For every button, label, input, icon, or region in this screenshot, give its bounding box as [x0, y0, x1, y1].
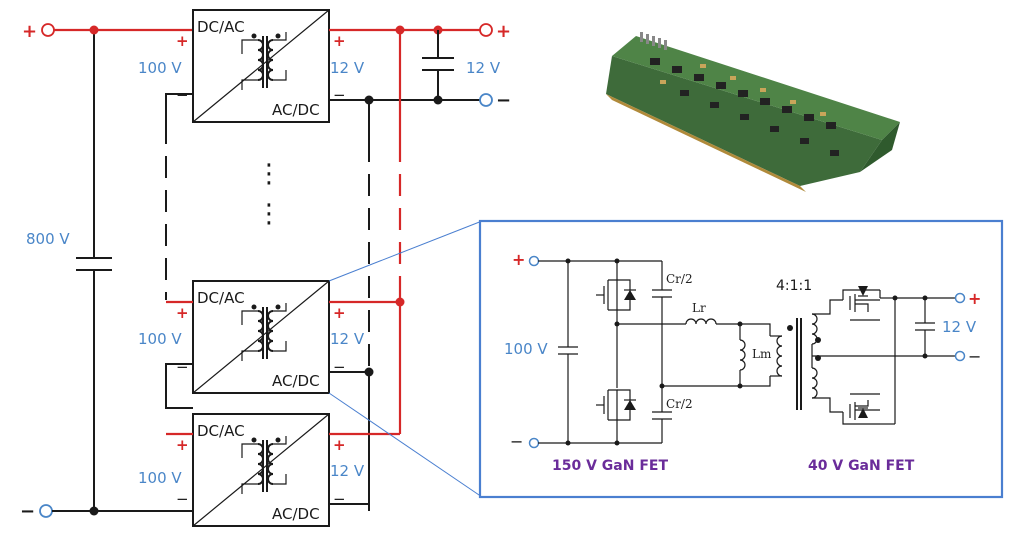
inset-input-minus-label: − [510, 432, 523, 451]
primary-fet-label: 150 V GaN FET [552, 458, 668, 474]
module-output-voltage: 12 V [330, 59, 365, 77]
inset-output-voltage: 12 V [942, 318, 977, 336]
input-minus-terminal-label: − [20, 501, 35, 522]
input-plus-terminal-label: + [22, 21, 37, 42]
output-minus-terminal-label: − [496, 90, 511, 111]
converter-top-label: DC/AC [197, 289, 245, 307]
module-plus-label: + [176, 436, 189, 454]
output-plus-terminal-label: + [496, 21, 511, 42]
module-output-minus-label: − [333, 86, 346, 104]
input-minus-terminal [39, 504, 53, 518]
module-input-voltage: 100 V [138, 59, 182, 77]
module-output-voltage: 12 V [330, 330, 365, 348]
module-plus-label: + [176, 304, 189, 322]
input-plus-terminal [41, 23, 55, 37]
inset-schematic: + − 100 V [478, 219, 1004, 499]
module-output-plus-label: + [333, 304, 346, 322]
output-capacitor-voltage: 12 V [466, 59, 501, 77]
module-output-minus-label: − [333, 358, 346, 376]
pcb-board-illustration [606, 32, 900, 192]
inset-input-voltage: 100 V [504, 340, 548, 358]
module-plus-label: + [176, 32, 189, 50]
converter-module-bottom: DC/AC AC/DC [192, 413, 330, 527]
continuation-dots: ⋮ [256, 199, 282, 229]
module-minus-label: − [176, 358, 189, 376]
inset-magnetizing-inductor-label: Lm [752, 347, 772, 361]
converter-bottom-label: AC/DC [272, 505, 320, 523]
inset-output-plus-label: + [968, 289, 981, 308]
secondary-fet-bottom-icon [842, 393, 880, 425]
bus-voltage-label: 800 V [26, 230, 70, 248]
zoom-line [328, 392, 483, 498]
module-output-plus-label: + [333, 32, 346, 50]
inset-turns-ratio: 4:1:1 [776, 278, 812, 294]
inset-cap-label-bottom: Cr/2 [666, 397, 693, 411]
module-output-minus-label: − [333, 490, 346, 508]
module-minus-label: − [176, 490, 189, 508]
converter-module-middle: DC/AC AC/DC [192, 280, 330, 394]
converter-bottom-label: AC/DC [272, 372, 320, 390]
inset-border [478, 219, 1004, 499]
module-output-voltage: 12 V [330, 462, 365, 480]
inset-output-minus-label: − [968, 347, 981, 366]
converter-bottom-label: AC/DC [272, 101, 320, 119]
module-input-voltage: 100 V [138, 330, 182, 348]
output-minus-terminal [479, 93, 493, 107]
inset-resonant-inductor-label: Lr [692, 301, 706, 315]
secondary-fet-label: 40 V GaN FET [808, 458, 915, 474]
converter-top-label: DC/AC [197, 18, 245, 36]
primary-fet-bottom-icon [596, 389, 636, 443]
converter-module-top: DC/AC AC/DC [192, 9, 330, 123]
module-output-plus-label: + [333, 436, 346, 454]
converter-top-label: DC/AC [197, 422, 245, 440]
inset-cap-label-top: Cr/2 [666, 272, 693, 286]
output-plus-terminal [479, 23, 493, 37]
inset-input-plus-label: + [512, 250, 525, 269]
secondary-fet-top-icon [842, 286, 881, 321]
module-input-voltage: 100 V [138, 469, 182, 487]
continuation-dots: ⋮ [256, 159, 282, 189]
zoom-line [328, 220, 483, 282]
